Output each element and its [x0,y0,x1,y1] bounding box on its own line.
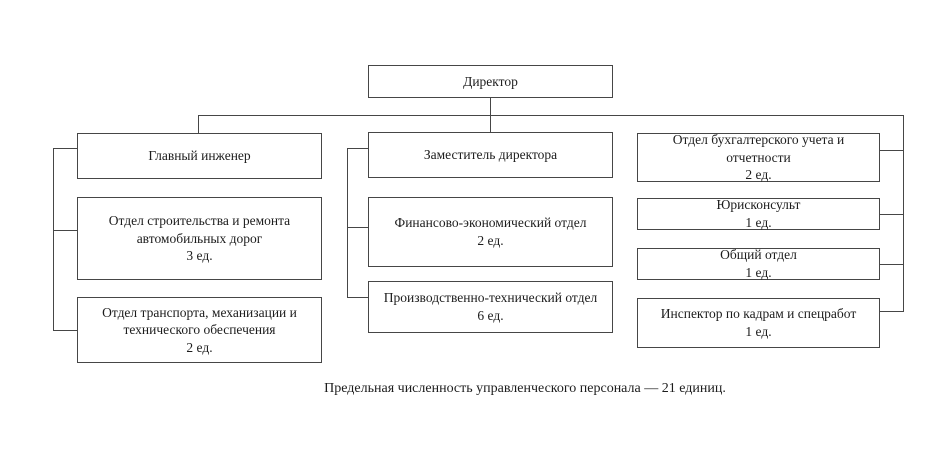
node-title: Производственно-технический отдел [383,290,598,306]
node-title: Отдел строительства и ремонта автомобиль… [108,213,291,246]
node-accounting-dept: Отдел бухгалтерского учета и отчетности … [637,132,880,183]
node-production-dept: Производственно-технический отдел 6 ед. [368,281,613,333]
node-units: 1 ед. [745,324,772,339]
node-title: Общий отдел [720,247,797,263]
node-title: Отдел транспорта, механизации и техничес… [102,304,297,338]
node-road-construction-dept: Отдел строительства и ремонта автомобиль… [77,197,322,280]
node-title: Юрисконсульт [716,197,801,213]
node-units: 2 ед. [186,339,213,355]
node-title: Инспектор по кадрам и спецработ [660,306,857,322]
node-title: Заместитель директора [423,147,558,163]
node-title: Директор [463,73,518,89]
node-title: Отдел бухгалтерского учета и отчетности [672,132,845,165]
node-units: 6 ед. [477,308,504,323]
node-units: 1 ед. [745,215,772,230]
node-units: 3 ед. [186,248,213,264]
node-director: Директор [368,65,613,98]
node-chief-engineer: Главный инженер [77,133,322,179]
node-title: Финансово-экономический отдел [394,215,587,231]
node-units: 2 ед. [745,167,772,183]
node-transport-dept: Отдел транспорта, механизации и техничес… [77,297,322,363]
node-finance-dept: Финансово-экономический отдел 2 ед. [368,197,613,267]
node-units: 1 ед. [745,265,772,280]
node-legal-counsel: Юрисконсульт 1 ед. [637,197,880,230]
node-title: Главный инженер [148,148,251,164]
node-units: 2 ед. [477,233,504,248]
node-deputy-director: Заместитель директора [368,132,613,178]
node-hr-inspector: Инспектор по кадрам и спецработ 1 ед. [637,298,880,348]
caption: Предельная численность управленческого п… [324,381,726,396]
node-general-dept: Общий отдел 1 ед. [637,247,880,280]
